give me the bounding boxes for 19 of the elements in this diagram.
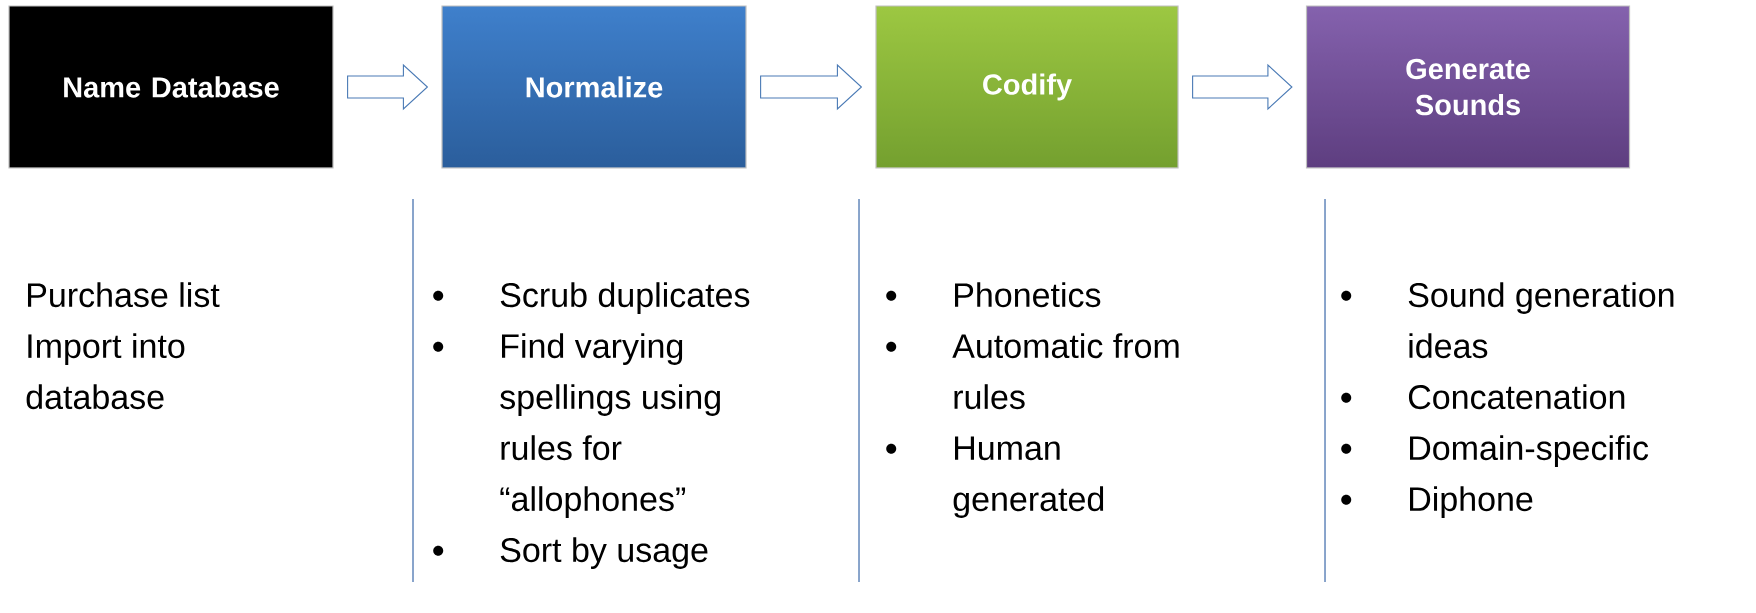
bullet-item: Automatic from rules: [886, 333, 1179, 410]
process-box: Codify: [875, 5, 1179, 169]
bullet-item: Phonetics: [886, 282, 1101, 308]
text-line: Import into database: [26, 333, 185, 410]
block-arrow: [347, 63, 429, 111]
block-arrow: [1192, 63, 1293, 111]
bullet-item: Human generated: [886, 436, 1104, 518]
bullet-item: Scrub duplicates: [433, 282, 750, 314]
process-box: Generate Sounds: [1305, 5, 1631, 169]
bullet-item: Find varying spellings using rules for “allophones”: [433, 333, 720, 518]
block-arrow: [760, 63, 863, 111]
bullet-item: Sound generation ideas: [1341, 282, 1674, 359]
process-box: Name Database: [8, 5, 334, 169]
bullet-item: Diphone: [1341, 486, 1533, 518]
bullet-item: Domain-specific: [1341, 435, 1649, 467]
process-box: Normalize: [441, 5, 747, 169]
bullet-item: Concatenation: [1341, 384, 1625, 410]
text-line: Purchase list: [28, 282, 220, 308]
bullet-item: Sort by usage: [433, 537, 708, 569]
